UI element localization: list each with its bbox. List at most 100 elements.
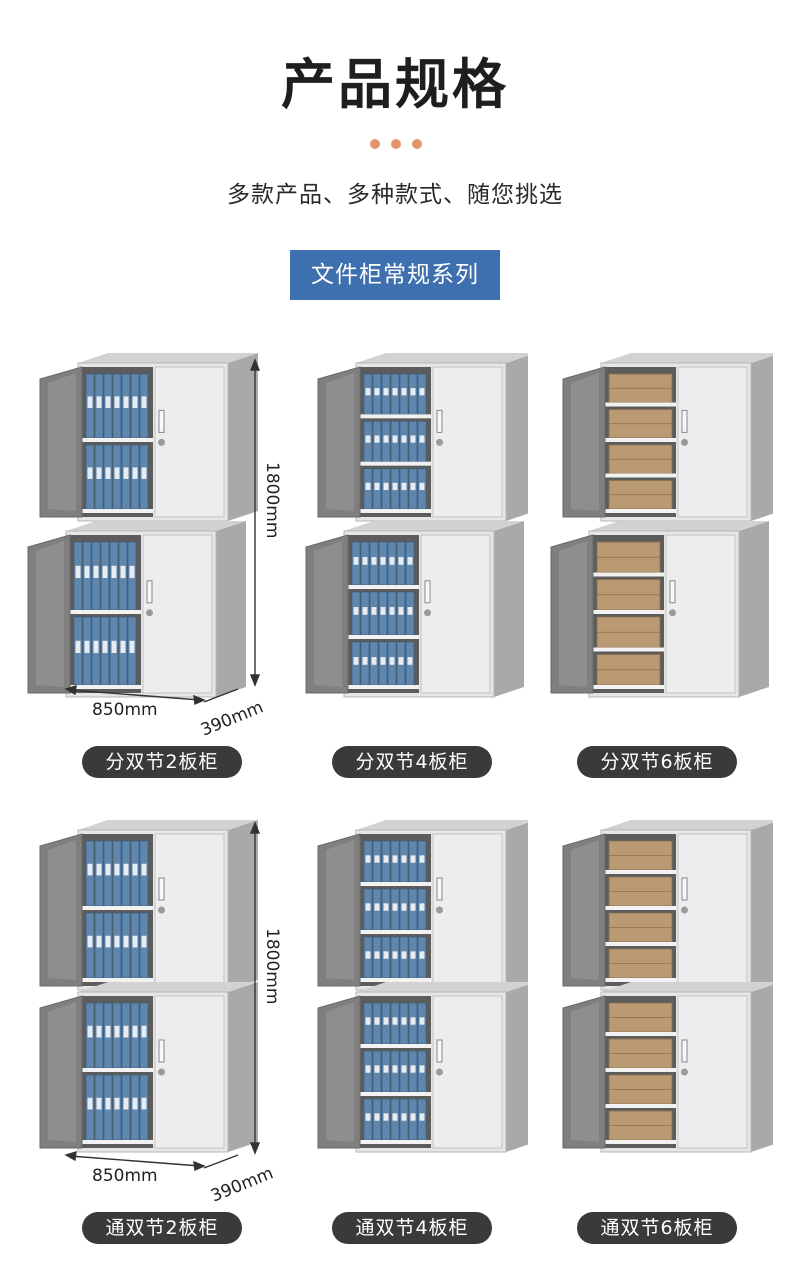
binder-label xyxy=(392,903,398,911)
cabinet-side xyxy=(216,521,246,697)
door-handle xyxy=(436,877,443,901)
binder-label xyxy=(374,388,380,396)
cabinet-shelf xyxy=(360,882,431,886)
binder-label xyxy=(141,467,147,479)
cabinet-shelf xyxy=(348,635,419,639)
binder-label xyxy=(383,1113,389,1121)
binder-label xyxy=(105,396,111,408)
binder-label xyxy=(410,388,416,396)
binder-label xyxy=(383,855,389,863)
door-panel xyxy=(571,1002,599,1142)
binder-label xyxy=(105,1025,111,1038)
binder-label xyxy=(383,903,389,911)
cabinet-shelf xyxy=(605,870,676,874)
dot-3 xyxy=(412,139,422,149)
binder-label xyxy=(374,903,380,911)
cabinet-shelf xyxy=(605,1068,676,1072)
binder-label xyxy=(374,1113,380,1121)
door-handle xyxy=(669,580,676,604)
cabinet-shelf xyxy=(348,685,419,689)
binder-label xyxy=(410,1113,416,1121)
binder-label xyxy=(374,1017,380,1025)
binder-label xyxy=(362,657,368,665)
cabinet-image-full-4-shelf xyxy=(317,820,528,1153)
cabinet-shelf xyxy=(82,906,153,910)
binder-label xyxy=(383,1065,389,1073)
binder-label xyxy=(407,657,413,665)
binder-label xyxy=(96,1025,102,1038)
cabinet-side xyxy=(751,822,773,990)
binder-label xyxy=(96,396,102,408)
binder-label xyxy=(353,657,359,665)
binder-label xyxy=(105,863,111,876)
width-dimension: 850mm xyxy=(92,700,158,720)
door-handle xyxy=(158,1039,165,1063)
binder-label xyxy=(380,557,386,565)
binder-label xyxy=(123,1025,129,1038)
product-label: 通双节6板柜 xyxy=(577,1212,737,1244)
binder-label xyxy=(401,1113,407,1121)
binder-label xyxy=(401,435,407,443)
binder-label xyxy=(401,951,407,959)
height-dimension: 1800mm xyxy=(262,928,282,1005)
binder-label xyxy=(398,557,404,565)
binder-label xyxy=(371,557,377,565)
binder-label xyxy=(410,435,416,443)
binder-label xyxy=(365,1065,371,1073)
cabinet-top xyxy=(601,982,773,992)
cabinet-top xyxy=(78,982,258,992)
cabinet-image-full-2-shelf xyxy=(39,820,258,1153)
binder-label xyxy=(96,1097,102,1110)
binder-label xyxy=(398,657,404,665)
cabinet-shelf xyxy=(82,978,153,982)
cabinet-door-closed xyxy=(677,833,748,987)
binder-label xyxy=(87,467,93,479)
binder-label xyxy=(141,863,147,876)
binder-label xyxy=(353,607,359,615)
cabinet-side xyxy=(228,820,258,990)
binder-label xyxy=(114,863,120,876)
binder-label xyxy=(365,855,371,863)
binder-label xyxy=(111,640,117,654)
door-panel xyxy=(326,1002,354,1142)
binder-label xyxy=(84,565,90,579)
binder-label xyxy=(105,935,111,948)
height-dimension: 1800mm xyxy=(262,462,282,539)
door-panel xyxy=(48,373,76,511)
cabinet-door-closed xyxy=(665,534,736,694)
binder-label xyxy=(132,396,138,408)
binder-label xyxy=(371,657,377,665)
binder-label xyxy=(87,863,93,876)
binder-label xyxy=(96,935,102,948)
door-panel xyxy=(326,373,354,511)
binder-label xyxy=(120,640,126,654)
cabinet-shelf xyxy=(82,1140,153,1144)
cabinet-door-closed xyxy=(154,366,225,518)
door-lock xyxy=(436,906,443,914)
decorative-dots xyxy=(370,139,422,149)
binder-label xyxy=(410,1065,416,1073)
binder-label xyxy=(123,863,129,876)
cabinet-image-split-4-shelf xyxy=(305,353,528,698)
door-lock xyxy=(681,906,688,914)
cabinet-shelf xyxy=(360,978,431,982)
cabinet-top xyxy=(78,820,258,830)
binder-label xyxy=(419,435,425,443)
binder-label xyxy=(383,1017,389,1025)
binder-label xyxy=(419,1113,425,1121)
cabinet-shelf xyxy=(605,906,676,910)
cabinet-door-closed xyxy=(142,534,213,694)
binder-label xyxy=(389,657,395,665)
binder-label xyxy=(102,640,108,654)
binder-label xyxy=(401,855,407,863)
binder-label xyxy=(374,435,380,443)
cabinet-shelf xyxy=(605,1140,676,1144)
binder-label xyxy=(129,640,135,654)
cabinet-image-split-6-shelf xyxy=(550,353,773,698)
cabinet-top xyxy=(589,521,769,531)
binder-label xyxy=(383,388,389,396)
binder-label xyxy=(365,482,371,491)
binder-label xyxy=(410,903,416,911)
binder-label xyxy=(105,467,111,479)
